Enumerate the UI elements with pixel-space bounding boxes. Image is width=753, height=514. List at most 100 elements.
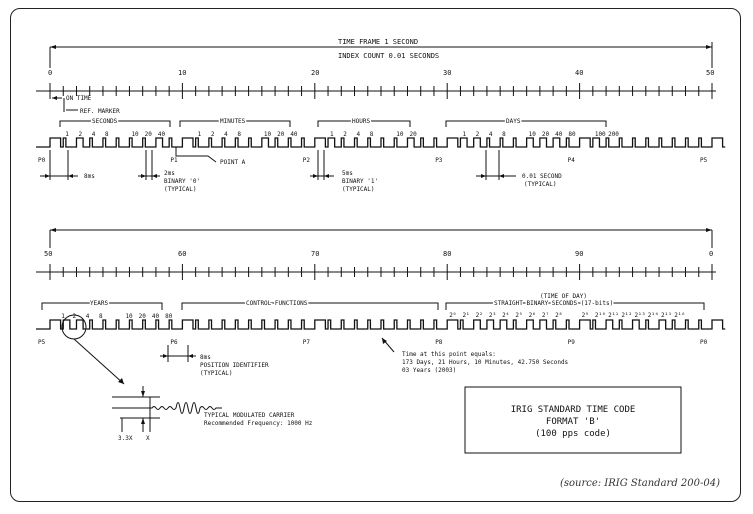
bit-weight: 2⁶ [529, 312, 536, 319]
bit-weight: 10 [264, 131, 272, 138]
bit-weight: 80 [165, 313, 173, 320]
title-line-3: (100 pps code) [535, 429, 611, 439]
position-marker: P4 [568, 157, 576, 164]
bit-weight: 4 [224, 131, 228, 138]
bit-weight: 200 [608, 131, 619, 138]
bit-weight: 2¹ [462, 312, 469, 319]
time-note-2: 173 Days, 21 Hours, 10 Minutes, 42.750 S… [402, 359, 569, 366]
title-box: IRIG STANDARD TIME CODE FORMAT 'B' (100 … [464, 386, 682, 454]
bit-weight: 1 [65, 131, 69, 138]
position-marker: P5 [38, 339, 46, 346]
seconds-bracket [59, 120, 171, 127]
ref-marker-label: REF. MARKER [80, 108, 120, 115]
pulse-train-row1 [36, 137, 726, 148]
tick-label: 10 [178, 69, 186, 77]
bit-weight: 2¹⁰ [595, 312, 606, 319]
carrier-frequency: Recommended Frequency: 1000 Hz [204, 420, 313, 427]
row1: TIME FRAME 1 SECOND INDEX COUNT 0.01 SEC… [36, 38, 726, 193]
bit-weight: 2 [78, 131, 82, 138]
bit-weight: 40 [290, 131, 298, 138]
source-caption: (source: IRIG Standard 200-04) [559, 478, 720, 489]
bit-weight: 1 [330, 131, 334, 138]
sbs-label: STRAIGHT BINARY SECONDS (17-bits) [494, 300, 613, 307]
position-marker: P6 [170, 339, 178, 346]
bit-weight: 2¹³ [635, 312, 646, 319]
tick-label: 60 [178, 250, 186, 258]
bit-weight: 2 [72, 313, 76, 320]
bit-weight: 8 [105, 131, 109, 138]
days-bracket [445, 120, 607, 127]
bit-weight: 40 [152, 313, 160, 320]
index-ticks [49, 264, 713, 280]
bit-weight: 2¹⁵ [661, 312, 672, 319]
bit-weight: 20 [139, 313, 147, 320]
time-note-1: Time at this point equals: [402, 351, 496, 358]
bit-weight: 20 [277, 131, 285, 138]
tick-label: 20 [311, 69, 319, 77]
bit-weight: 20 [409, 131, 417, 138]
title-line-1: IRIG STANDARD TIME CODE [511, 405, 636, 415]
bit-weight: 2⁴ [502, 312, 509, 319]
diagram-frame [10, 8, 741, 502]
bit-weight: 10 [125, 313, 133, 320]
index-ticks [49, 83, 713, 99]
point-a-leader [175, 147, 217, 163]
bit-weight: 8 [502, 131, 506, 138]
bit-weight: 1 [198, 131, 202, 138]
bit-weight: 4 [489, 131, 493, 138]
years-label: YEARS [90, 300, 108, 307]
tick-label: 80 [443, 250, 451, 258]
position-marker: P2 [303, 157, 311, 164]
tick-label: 0 [709, 250, 713, 258]
ann-binary-1: BINARY '1' [342, 178, 378, 185]
ratio-3-3x: 3.3X [118, 435, 133, 442]
position-marker: P3 [435, 157, 443, 164]
bit-weight: 10 [396, 131, 404, 138]
pulse-train-row2 [36, 319, 726, 330]
bit-weight: 8 [370, 131, 374, 138]
ann-typical-1: (TYPICAL) [164, 186, 197, 193]
tick-label: 0 [48, 69, 52, 77]
ann-typical-3: (TYPICAL) [524, 181, 557, 188]
bit-weight: 2 [476, 131, 480, 138]
bit-weight: 40 [555, 131, 563, 138]
bit-weight: 100 [595, 131, 606, 138]
position-marker: P0 [38, 157, 46, 164]
bit-weight: 80 [568, 131, 576, 138]
zoom-leader [73, 338, 125, 385]
bit-weight: 2 [343, 131, 347, 138]
bit-weight: 4 [357, 131, 361, 138]
bit-weight: 2⁵ [515, 312, 522, 319]
tick-label: 50 [44, 250, 52, 258]
tick-label: 90 [575, 250, 583, 258]
bit-weight: 10 [529, 131, 537, 138]
bit-weight: 2¹² [621, 312, 632, 319]
time-frame-title: TIME FRAME 1 SECOND [338, 38, 418, 46]
bit-weight: 2⁰ [449, 312, 456, 319]
ann-8ms: 8ms [84, 173, 95, 180]
ann-typical-2: (TYPICAL) [342, 186, 375, 193]
bit-weight: 40 [158, 131, 166, 138]
ratio-x: X [146, 435, 150, 442]
ann-binary-0: BINARY '0' [164, 178, 200, 185]
ann-2ms: 2ms [164, 170, 175, 177]
bit-weight: 1 [462, 131, 466, 138]
index-count-label: INDEX COUNT 0.01 SECONDS [338, 52, 439, 60]
days-label: DAYS [506, 118, 521, 125]
bit-weight: 2³ [489, 312, 496, 319]
ann-5ms: 5ms [342, 170, 353, 177]
carrier-title: TYPICAL MODULATED CARRIER [204, 412, 295, 419]
bit-weight: 10 [131, 131, 139, 138]
hours-label: HOURS [352, 118, 370, 125]
time-of-day-label: (TIME OF DAY) [540, 293, 587, 300]
minutes-bracket [179, 120, 291, 127]
on-time-label: ON TIME [66, 95, 92, 102]
position-marker: P9 [568, 339, 576, 346]
bit-weight: 2⁸ [555, 312, 562, 319]
tick-label: 40 [575, 69, 583, 77]
position-marker: P5 [700, 157, 708, 164]
ann-position-identifier: POSITION IDENTIFIER [200, 362, 269, 369]
